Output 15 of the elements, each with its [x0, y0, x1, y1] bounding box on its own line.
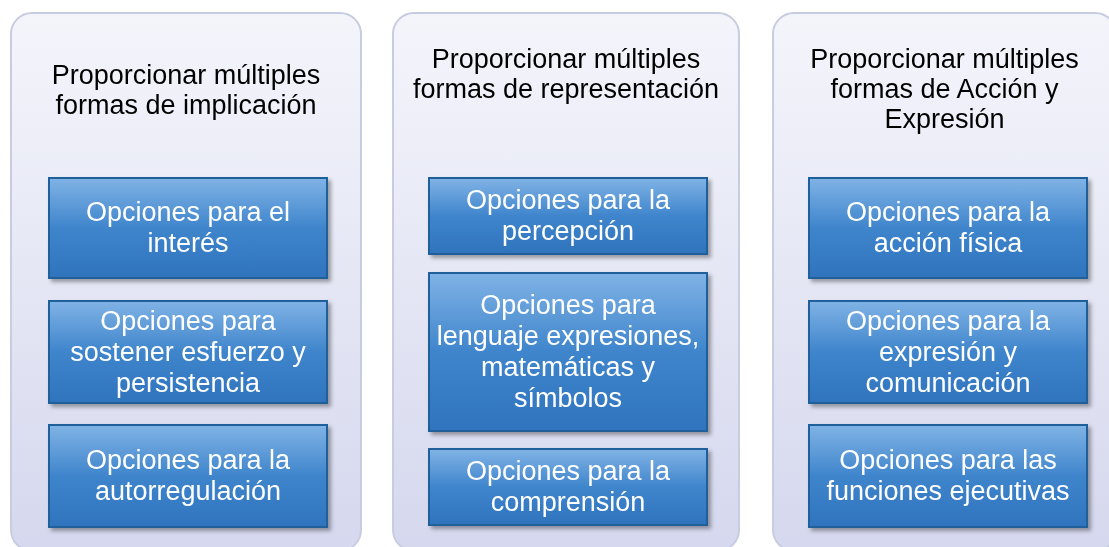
option-box: Opciones para la expresión y comunicación	[808, 300, 1088, 404]
option-box: Opciones para la comprensión	[428, 448, 708, 526]
option-box: Opciones para sostener esfuerzo y persistencia	[48, 300, 328, 404]
option-box: Opciones para las funciones ejecutivas	[808, 424, 1088, 528]
option-box: Opciones para lenguaje expresiones, matemáticas y símbolos	[428, 272, 708, 432]
column-panel	[10, 12, 362, 547]
column-panel	[772, 12, 1109, 547]
column-heading: Proporcionar múltiples formas de representación	[411, 44, 721, 104]
column-heading: Proporcionar múltiples formas de implicación	[50, 60, 322, 120]
column-panel	[392, 12, 740, 547]
option-box: Opciones para la percepción	[428, 177, 708, 255]
column-heading: Proporcionar múltiples formas de Acción y Expresión	[809, 44, 1080, 134]
option-box: Opciones para el interés	[48, 177, 328, 279]
option-box: Opciones para la acción física	[808, 177, 1088, 279]
option-box: Opciones para la autorregulación	[48, 424, 328, 528]
